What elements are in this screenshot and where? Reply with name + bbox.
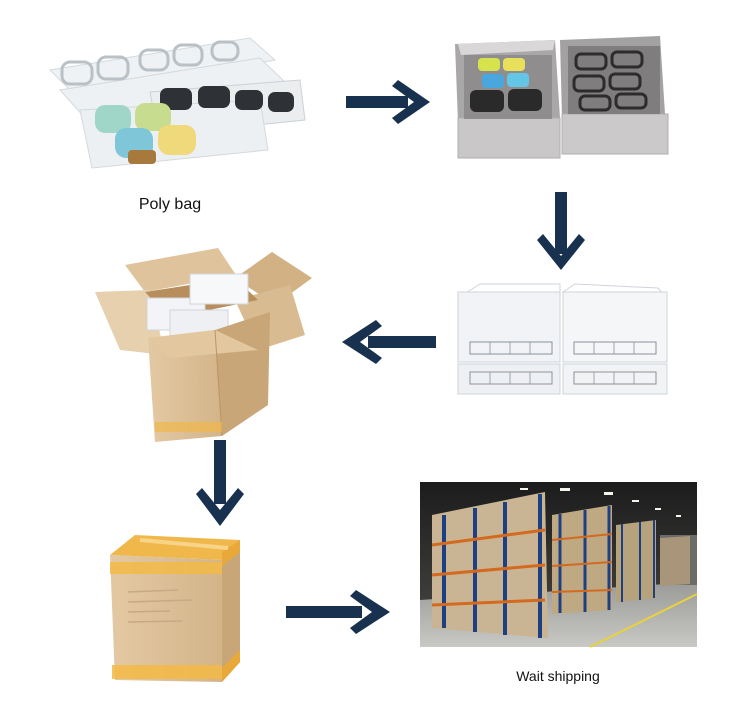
arrow-down-2 xyxy=(196,440,244,526)
wait-shipping-caption: Wait shipping xyxy=(516,668,600,684)
arrow-down-1 xyxy=(537,192,585,270)
poly-bag-glasses-image: Poly bag xyxy=(40,30,310,213)
poly-bag-caption: Poly bag xyxy=(139,196,201,213)
white-boxes-image xyxy=(457,283,668,395)
warehouse-image: Wait shipping xyxy=(420,482,698,684)
sealed-carton-image xyxy=(110,535,240,682)
open-carton-image xyxy=(95,248,312,442)
gift-box-glasses-image xyxy=(455,36,669,159)
arrow-right-1 xyxy=(346,80,430,124)
arrow-left-1 xyxy=(342,320,436,364)
arrow-right-2 xyxy=(286,590,390,634)
